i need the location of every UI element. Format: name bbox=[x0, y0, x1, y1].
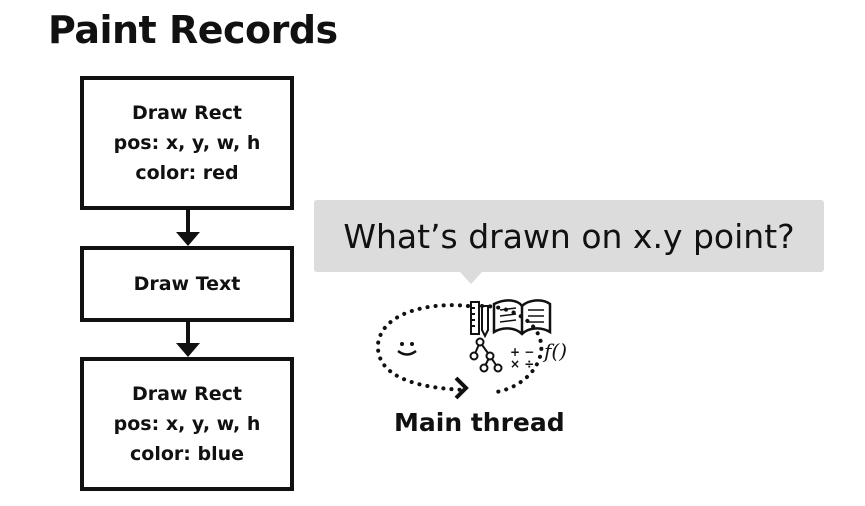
record-line: Draw Rect bbox=[132, 383, 242, 405]
smiley-icon bbox=[397, 342, 417, 356]
record-line: Draw Rect bbox=[132, 102, 242, 124]
record-line: color: blue bbox=[130, 443, 244, 465]
math-operators-icon: + − × ÷ bbox=[510, 345, 534, 371]
main-thread-label: Main thread bbox=[394, 408, 565, 437]
function-icon: f() bbox=[542, 339, 567, 363]
loop-arrowhead-icon bbox=[454, 376, 469, 400]
bubble-tail bbox=[460, 272, 482, 284]
question-text: What’s drawn on x.y point? bbox=[343, 216, 795, 256]
main-thread-illustration: + − × ÷ f() bbox=[375, 299, 567, 400]
record-line: pos: x, y, w, h bbox=[113, 132, 261, 154]
paint-record-draw-text: Draw Text bbox=[80, 246, 294, 322]
dotted-loop-icon bbox=[375, 303, 544, 394]
tree-diagram-icon bbox=[469, 337, 503, 373]
question-bubble: What’s drawn on x.y point? bbox=[314, 200, 824, 272]
book-icon bbox=[492, 299, 552, 336]
flow-arrow-down bbox=[176, 210, 200, 246]
record-line: Draw Text bbox=[133, 273, 241, 295]
svg-text:+ −: + − bbox=[510, 345, 534, 359]
record-line: color: red bbox=[135, 162, 239, 184]
paint-record-draw-rect-red: Draw Rect pos: x, y, w, h color: red bbox=[80, 76, 294, 210]
record-line: pos: x, y, w, h bbox=[113, 413, 261, 435]
slide-title: Paint Records bbox=[48, 8, 338, 52]
svg-text:× ÷: × ÷ bbox=[510, 357, 534, 371]
paint-record-draw-rect-blue: Draw Rect pos: x, y, w, h color: blue bbox=[80, 357, 294, 491]
ruler-pencil-icon bbox=[470, 301, 489, 339]
flow-arrow-down bbox=[176, 322, 200, 357]
